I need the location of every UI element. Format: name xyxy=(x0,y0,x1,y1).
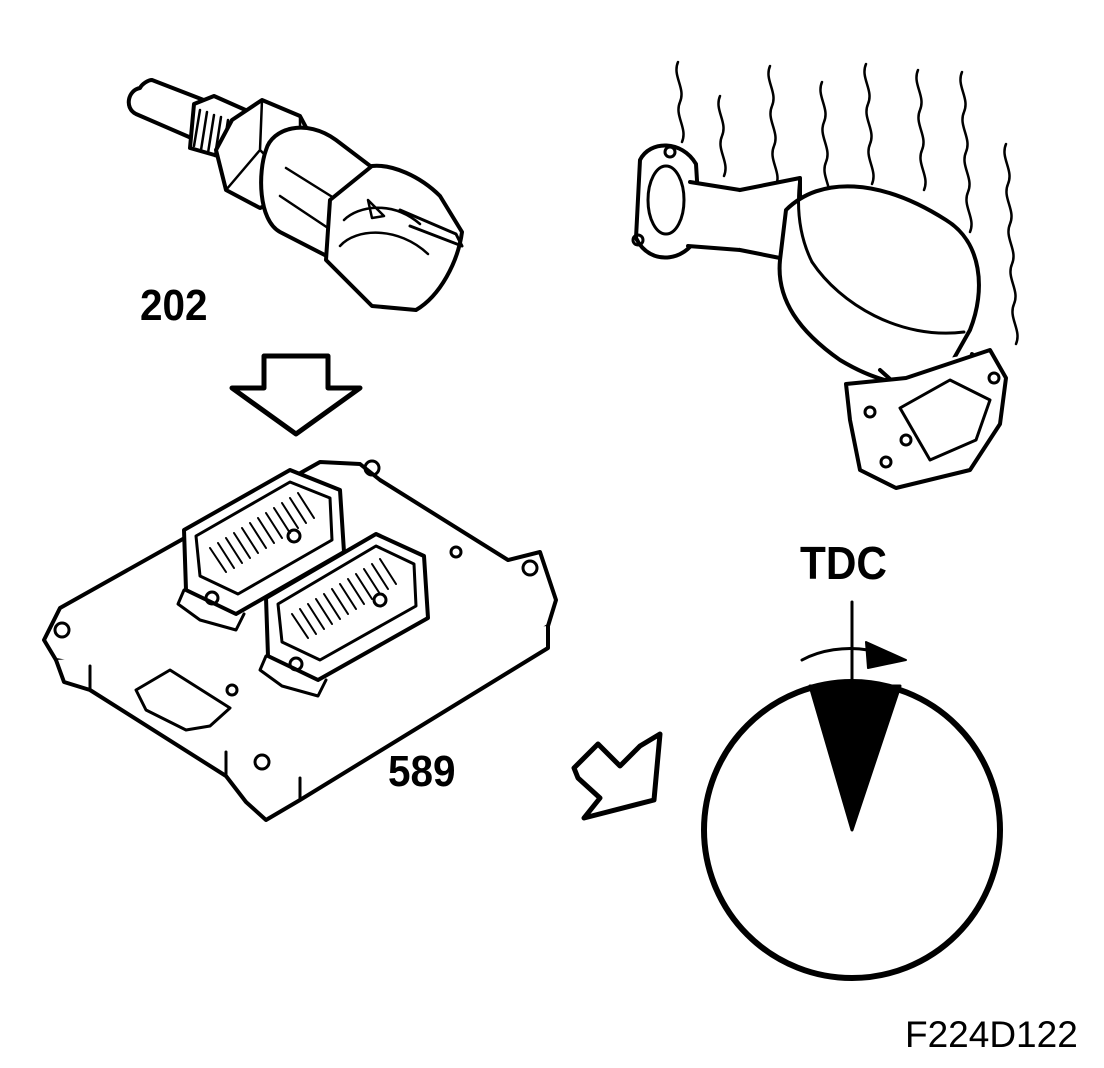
ecu-label: 589 xyxy=(388,747,456,796)
engine-control-module xyxy=(42,459,558,822)
down-arrow-icon xyxy=(229,353,363,437)
sensor-label: 202 xyxy=(140,281,208,330)
heat-waves xyxy=(675,60,1019,346)
figure-code: F224D122 xyxy=(905,1014,1078,1055)
rotation-arrow-icon xyxy=(865,641,907,669)
diagonal-arrow-icon xyxy=(571,731,663,821)
ignition-timing-dial xyxy=(701,600,1003,981)
temperature-sensor xyxy=(126,78,464,312)
catalytic-converter xyxy=(631,60,1019,490)
timing-wedge xyxy=(808,684,902,832)
tdc-label: TDC xyxy=(800,537,887,589)
